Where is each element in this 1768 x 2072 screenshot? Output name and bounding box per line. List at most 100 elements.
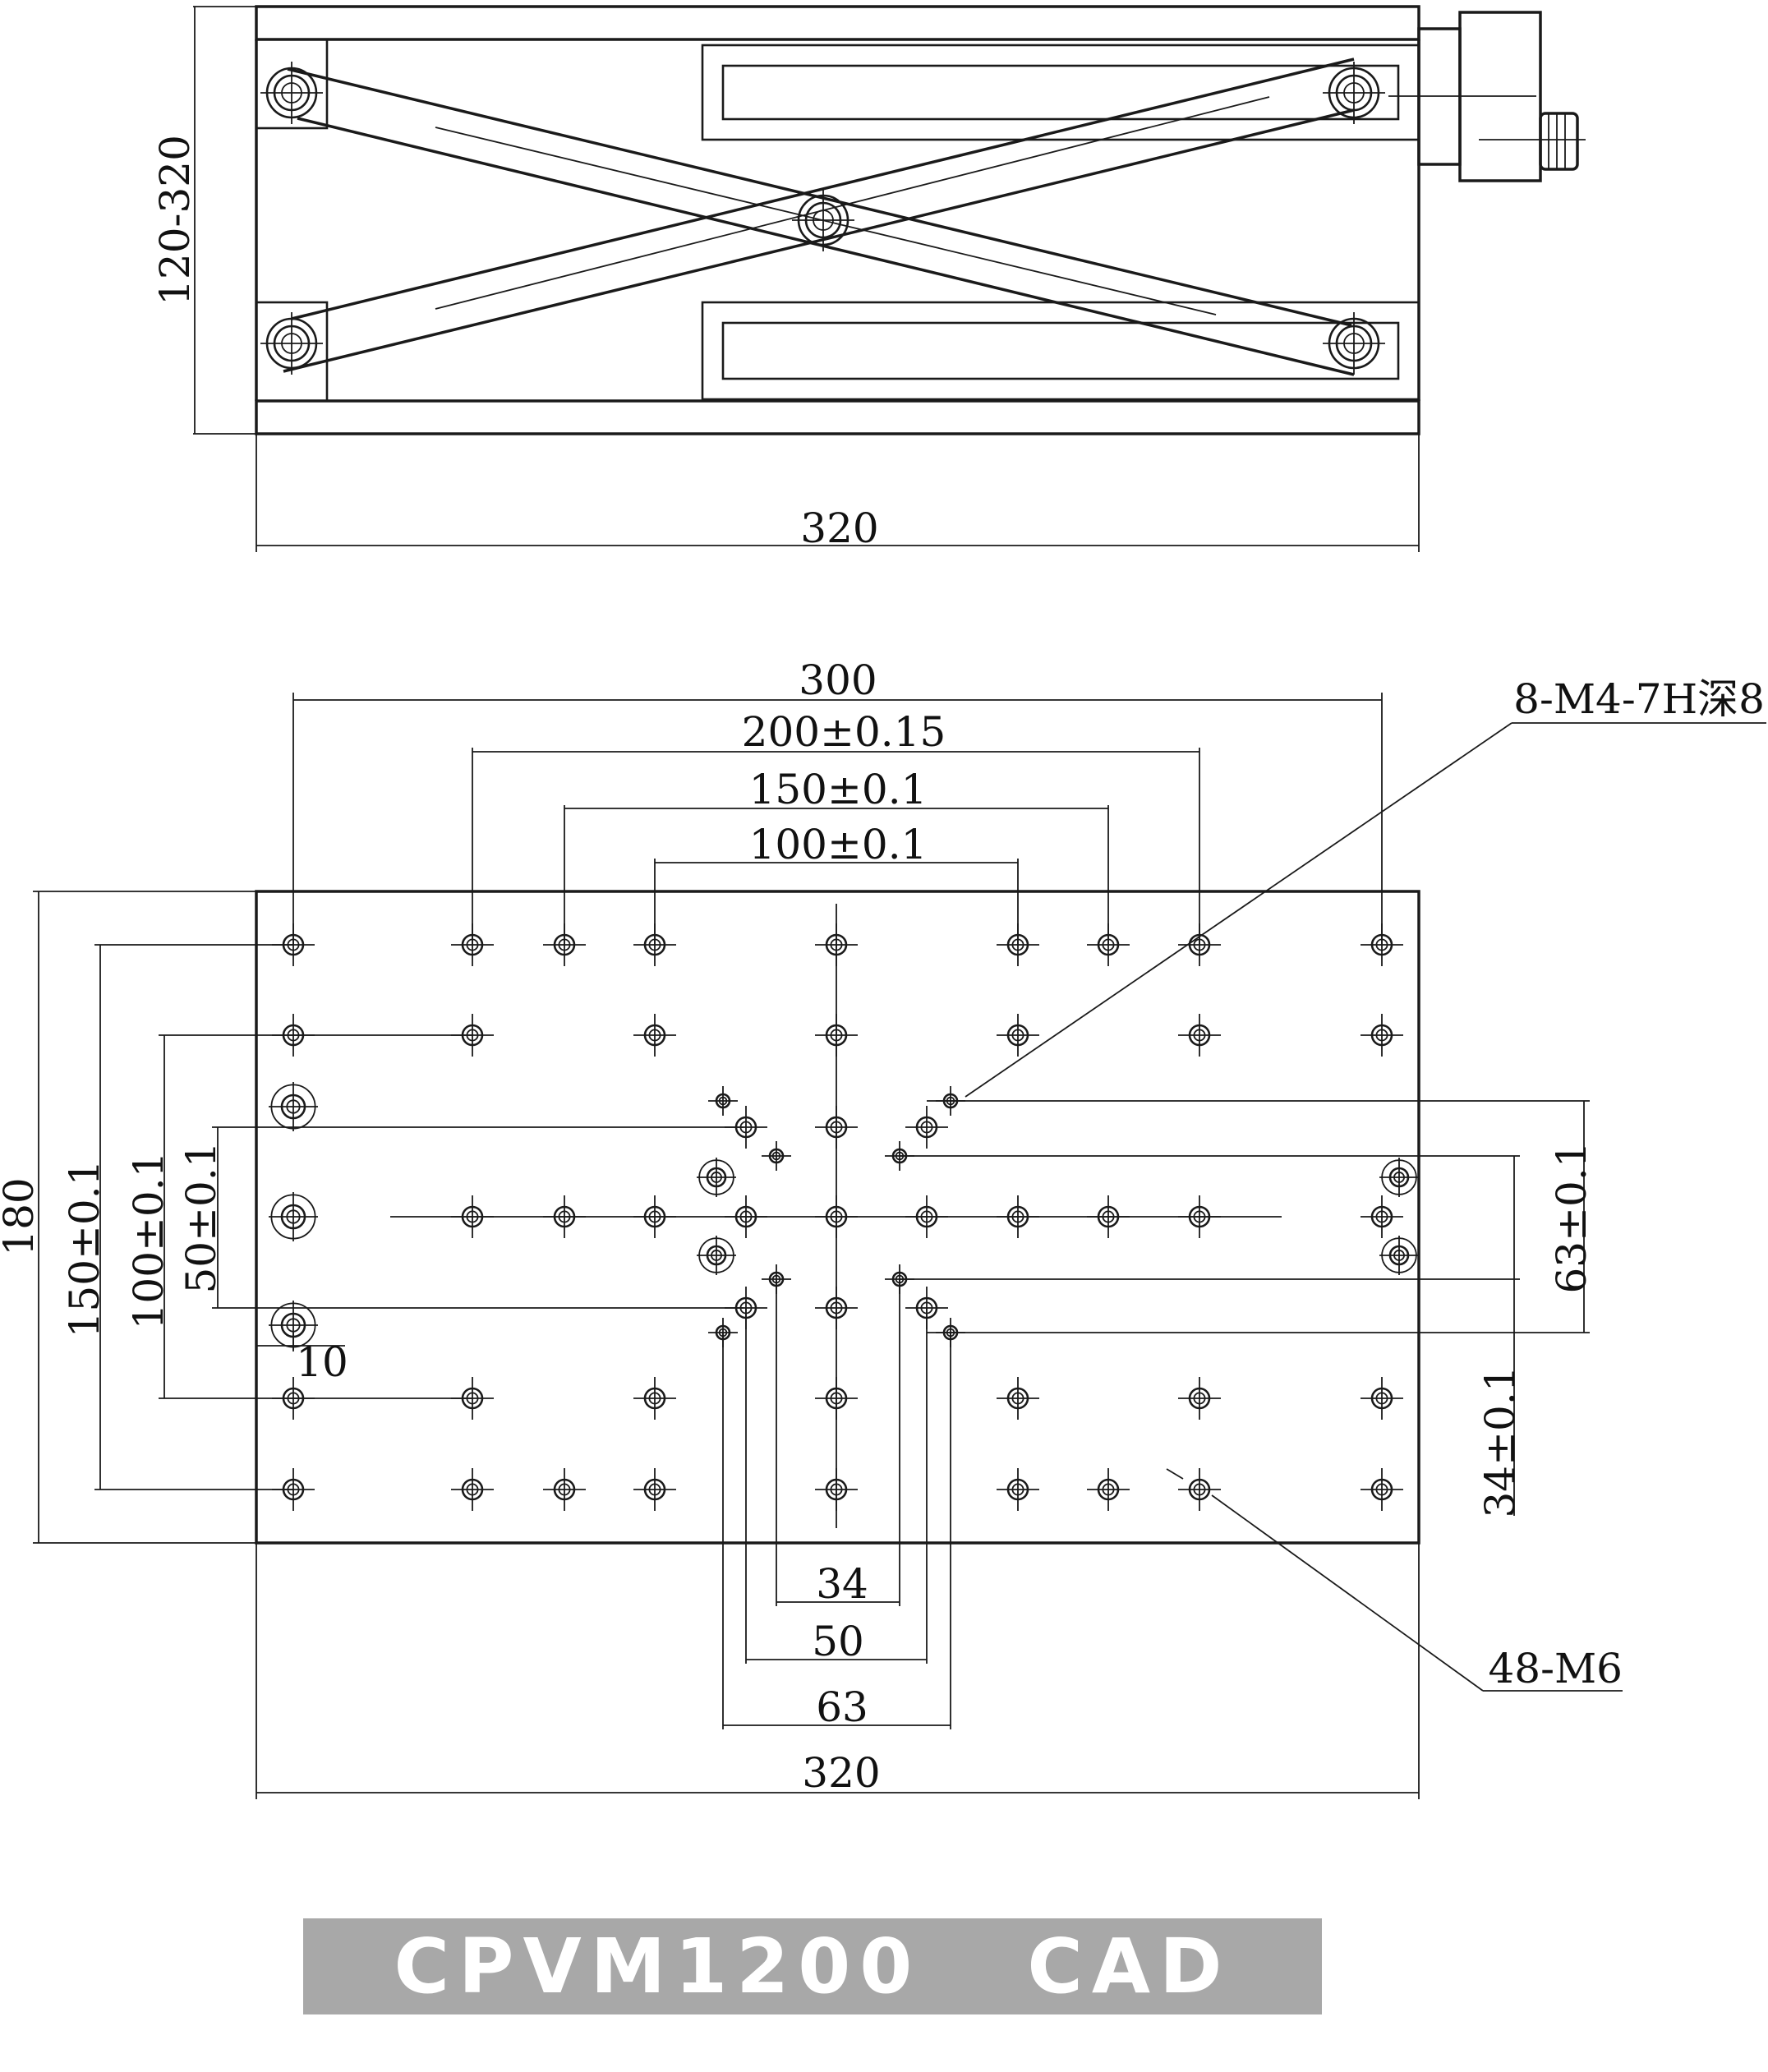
top-plate bbox=[255, 5, 1420, 41]
m6-hole bbox=[997, 1195, 1039, 1238]
dim-150: 150±0.1 bbox=[749, 766, 928, 813]
left-upper-bracket bbox=[255, 38, 329, 130]
m6-hole bbox=[815, 1106, 858, 1149]
m6-hole bbox=[725, 1195, 767, 1238]
m6-hole bbox=[633, 1014, 676, 1057]
m4-hole bbox=[762, 1264, 791, 1294]
dim-200: 200±0.15 bbox=[742, 708, 946, 756]
left-lower-bracket bbox=[255, 301, 329, 403]
m6-hole bbox=[543, 1195, 586, 1238]
upper-rail bbox=[701, 44, 1420, 141]
m6-hole bbox=[815, 1468, 858, 1511]
callout-m6-label: 48-M6 bbox=[1488, 1645, 1623, 1692]
m4-hole bbox=[936, 1318, 965, 1347]
m6-hole bbox=[543, 923, 586, 966]
dim-34-vertical: 34±0.1 bbox=[1476, 1365, 1524, 1517]
m6-hole bbox=[633, 923, 676, 966]
dim-300: 300 bbox=[799, 656, 877, 704]
drawing-title: CPVM1200 CAD bbox=[394, 1922, 1232, 2010]
mounting-holes bbox=[269, 923, 1419, 1511]
m6-hole bbox=[1178, 1014, 1221, 1057]
m6-hole bbox=[1361, 1014, 1403, 1057]
m6-hole bbox=[815, 1014, 858, 1057]
counterbore-hole bbox=[269, 1082, 318, 1131]
dim-180: 180 bbox=[0, 1177, 43, 1255]
dim-50: 50 bbox=[812, 1618, 864, 1665]
adjusting-knob bbox=[1388, 11, 1586, 182]
side-view: 120-320 320 bbox=[151, 5, 1586, 552]
m6-hole bbox=[1361, 1468, 1403, 1511]
pivot-bolt bbox=[260, 312, 323, 375]
base-plate bbox=[255, 399, 1420, 435]
title-band: CPVM1200 CAD bbox=[303, 1918, 1322, 2014]
m6-hole bbox=[725, 1287, 767, 1329]
m6-hole bbox=[451, 1014, 494, 1057]
m6-hole bbox=[451, 1195, 494, 1238]
dim-63: 63 bbox=[816, 1683, 868, 1731]
m6-hole bbox=[997, 923, 1039, 966]
counterbore-hole bbox=[1379, 1158, 1419, 1197]
m6-hole bbox=[997, 1468, 1039, 1511]
m6-hole bbox=[815, 923, 858, 966]
dim-width-label: 320 bbox=[800, 504, 878, 552]
m6-hole bbox=[997, 1014, 1039, 1057]
m4-hole bbox=[708, 1318, 738, 1347]
m6-hole bbox=[1178, 1468, 1221, 1511]
scissor-arm-a bbox=[287, 67, 1355, 376]
dim-150-vertical: 150±0.1 bbox=[61, 1160, 108, 1338]
pivot-bolts bbox=[260, 62, 1385, 375]
m6-hole bbox=[451, 1468, 494, 1511]
m6-hole bbox=[1087, 923, 1130, 966]
m6-hole bbox=[1361, 1195, 1403, 1238]
m6-hole bbox=[1361, 1377, 1403, 1420]
m6-hole bbox=[633, 1468, 676, 1511]
stage-top-plate bbox=[255, 890, 1420, 1545]
dim-320-bottom: 320 bbox=[802, 1749, 880, 1797]
dim-height-label: 120-320 bbox=[151, 135, 199, 306]
pivot-bolt bbox=[1323, 312, 1385, 375]
m6-hole bbox=[997, 1377, 1039, 1420]
m4-hole bbox=[885, 1141, 914, 1171]
m6-hole bbox=[272, 1014, 315, 1057]
m4-hole bbox=[708, 1086, 738, 1116]
m6-hole bbox=[905, 1287, 948, 1329]
height-dimension bbox=[193, 6, 256, 435]
counterbore-hole bbox=[697, 1158, 736, 1197]
m6-hole bbox=[1087, 1468, 1130, 1511]
counterbore-hole bbox=[269, 1301, 318, 1350]
m4-hole bbox=[885, 1264, 914, 1294]
m6-hole bbox=[905, 1106, 948, 1149]
dim-63-vertical: 63±0.1 bbox=[1548, 1141, 1595, 1293]
m6-hole bbox=[272, 1377, 315, 1420]
m6-hole bbox=[815, 1195, 858, 1238]
dim-10: 10 bbox=[296, 1338, 348, 1386]
m6-hole bbox=[1361, 923, 1403, 966]
m4-hole bbox=[762, 1141, 791, 1171]
m6-hole bbox=[815, 1377, 858, 1420]
pivot-bolt bbox=[260, 62, 323, 124]
m6-hole bbox=[451, 1377, 494, 1420]
m6-hole bbox=[905, 1195, 948, 1238]
dim-100: 100±0.1 bbox=[749, 821, 928, 868]
pivot-bolt bbox=[1323, 62, 1385, 124]
m6-hole bbox=[633, 1195, 676, 1238]
m6-hole bbox=[272, 923, 315, 966]
width-dimension bbox=[256, 434, 1420, 552]
callout-m4-leader bbox=[965, 722, 1512, 1098]
m6-hole bbox=[1178, 1195, 1221, 1238]
m6-hole bbox=[1178, 1377, 1221, 1420]
m6-hole bbox=[725, 1106, 767, 1149]
dim-50-vertical: 50±0.1 bbox=[177, 1141, 225, 1293]
dim-100-vertical: 100±0.1 bbox=[125, 1152, 173, 1330]
callout-m6-leader bbox=[1211, 1494, 1484, 1692]
m6-hole bbox=[1178, 923, 1221, 966]
m4-hole bbox=[936, 1086, 965, 1116]
m6-hole bbox=[633, 1377, 676, 1420]
counterbore-hole bbox=[269, 1192, 318, 1241]
counterbore-hole bbox=[697, 1236, 736, 1275]
m6-hole bbox=[272, 1468, 315, 1511]
m6-hole bbox=[543, 1468, 586, 1511]
counterbore-hole bbox=[1379, 1236, 1419, 1275]
callout-m4-label: 8-M4-7H深8 bbox=[1513, 675, 1765, 723]
